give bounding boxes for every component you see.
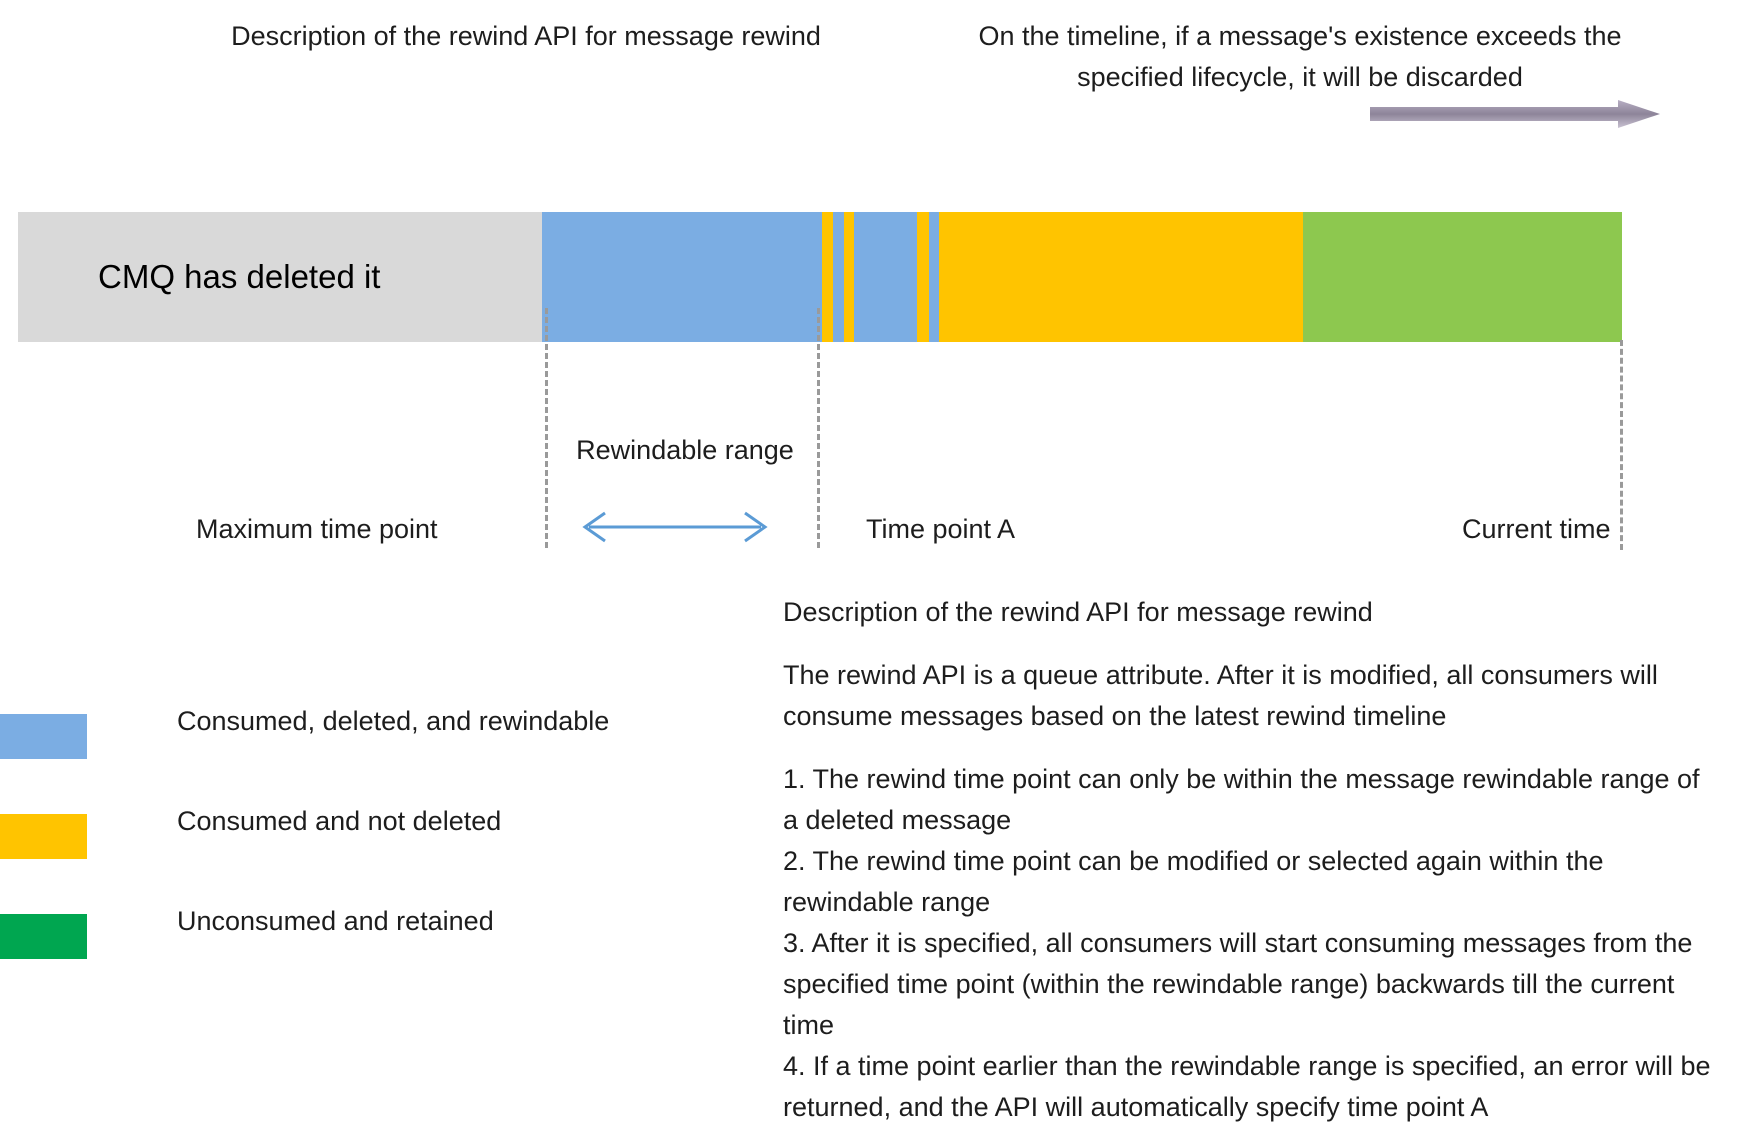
description-intro: The rewind API is a queue attribute. Aft… — [783, 660, 1658, 731]
legend-label-unconsumed-retained: Unconsumed and retained — [177, 906, 494, 936]
caption-lifecycle-discard: On the timeline, if a message's existenc… — [978, 21, 1622, 92]
label-time-point-a: Time point A — [866, 514, 1016, 544]
legend-swatch-blue — [0, 714, 87, 759]
segment-cmq-has-deleted-it: CMQ has deleted it — [18, 212, 542, 342]
description-item-3: 3. After it is specified, all consumers … — [783, 928, 1693, 1040]
legend-label-consumed-not-deleted: Consumed and not deleted — [177, 806, 502, 836]
cmq-deleted-label: CMQ has deleted it — [98, 258, 381, 295]
legend-swatch-yellow — [0, 814, 87, 859]
description-item-2: 2. The rewind time point can be modified… — [783, 846, 1604, 917]
rewindable-range-label: Rewindable range — [576, 435, 794, 465]
rewind-api-description-block: Description of the rewind API for messag… — [783, 592, 1713, 1128]
rewindable-range-double-arrow — [582, 511, 768, 543]
legend-item-consumed-not-deleted: Consumed and not deleted — [0, 806, 700, 910]
segment-consumed-not-deleted — [939, 212, 1303, 342]
guide-line-current-time — [1620, 340, 1623, 550]
segment-rewindable-blue-3 — [854, 212, 917, 342]
legend-label-consumed-deleted-rewindable: Consumed, deleted, and rewindable — [177, 706, 610, 736]
legend-swatch-green — [0, 914, 87, 959]
guide-line-maximum-time-point — [545, 308, 548, 548]
legend-item-consumed-deleted-rewindable: Consumed, deleted, and rewindable — [0, 706, 700, 810]
segment-rewindable-blue-2 — [833, 212, 844, 342]
guide-line-time-point-a — [817, 308, 820, 548]
segment-rewindable-blue-4 — [929, 212, 939, 342]
label-current-time: Current time — [1462, 514, 1611, 544]
segment-stripe-yellow-2 — [844, 212, 854, 342]
segment-rewindable-blue-1 — [542, 212, 822, 342]
segment-stripe-yellow-1 — [822, 212, 833, 342]
legend: Consumed, deleted, and rewindable Consum… — [0, 706, 700, 1010]
message-timeline-bar: CMQ has deleted it — [18, 212, 1622, 342]
description-item-1: 1. The rewind time point can only be wit… — [783, 764, 1700, 835]
legend-item-unconsumed-retained: Unconsumed and retained — [0, 906, 700, 1010]
lifecycle-direction-arrow — [1370, 100, 1660, 128]
description-item-4: 4. If a time point earlier than the rewi… — [783, 1051, 1711, 1122]
description-heading: Description of the rewind API for messag… — [783, 597, 1373, 627]
segment-unconsumed-retained — [1303, 212, 1622, 342]
label-maximum-time-point: Maximum time point — [196, 514, 438, 544]
segment-stripe-yellow-3 — [917, 212, 929, 342]
caption-rewind-api-description: Description of the rewind API for messag… — [231, 21, 821, 51]
